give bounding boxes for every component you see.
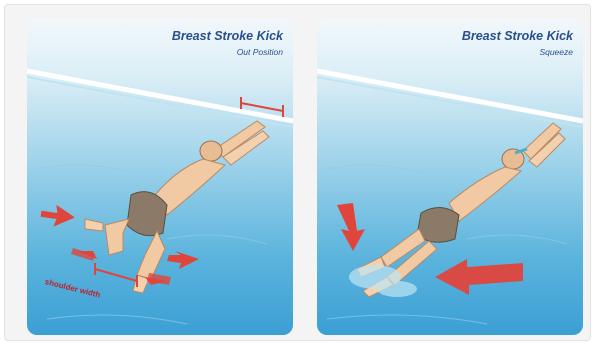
- squeeze-illustration: [317, 19, 583, 335]
- panel-subtitle: Squeeze: [539, 47, 573, 57]
- pool-edge: [27, 71, 293, 121]
- panel-subtitle: Out Position: [237, 47, 283, 57]
- panel-squeeze: Breast Stroke Kick Squeeze: [317, 19, 583, 335]
- panel-title: Breast Stroke Kick: [172, 29, 283, 43]
- pool-edge-shadow: [27, 77, 293, 127]
- water-ripples: [327, 165, 567, 324]
- swimmer-figure: [85, 121, 269, 293]
- arrow-left-icon: [39, 203, 76, 230]
- pool-edge: [317, 71, 583, 121]
- arrow-inward-left-icon: [71, 248, 97, 261]
- arrow-down-icon: [337, 203, 365, 251]
- arrow-right-icon: [167, 251, 199, 269]
- illustration-frame: Breast Stroke Kick Out Position shoulder…: [4, 4, 591, 341]
- panel-out-position: Breast Stroke Kick Out Position shoulder…: [27, 19, 293, 335]
- arrow-left-icon: [435, 259, 523, 295]
- panel-title: Breast Stroke Kick: [462, 29, 573, 43]
- arrow-inward-right-icon: [145, 273, 171, 285]
- pool-edge-shadow: [317, 77, 583, 127]
